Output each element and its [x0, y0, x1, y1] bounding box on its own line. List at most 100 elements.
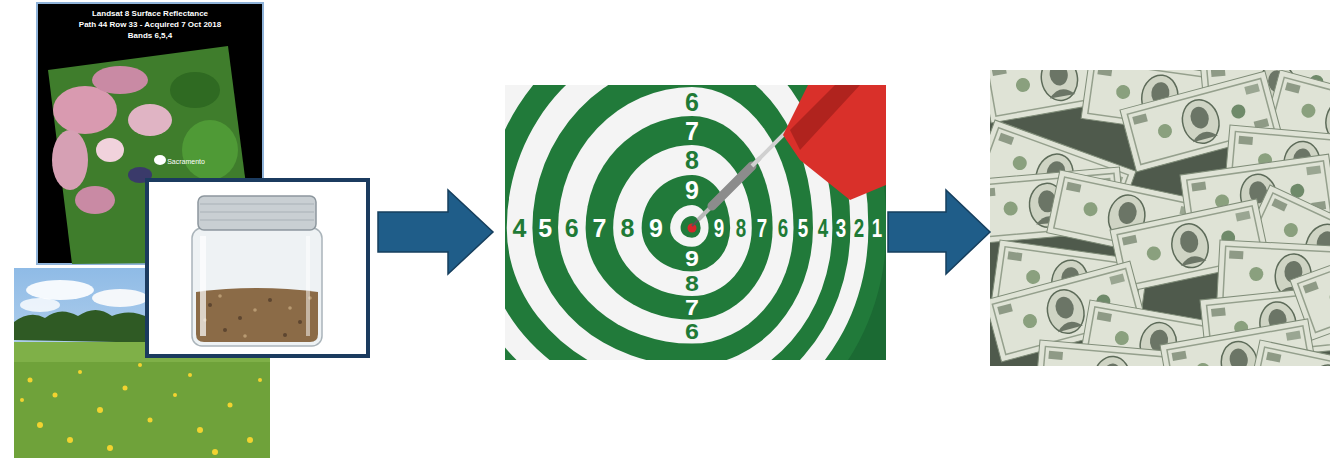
- soil-sample-jar: [200, 220, 314, 221]
- dart: [692, 85, 886, 226]
- field-photo: [53, 393, 58, 398]
- satellite-image: [52, 130, 88, 190]
- dartboard-target: [532, 85, 813, 360]
- field-photo: [258, 378, 262, 382]
- field-photo: [123, 386, 128, 391]
- target-number: 7: [685, 296, 699, 321]
- soil-sample-jar: [147, 180, 368, 356]
- target-number: 6: [685, 87, 699, 116]
- soil-sample-jar: [196, 288, 318, 342]
- target-number: 6: [778, 214, 788, 243]
- satellite-image: [182, 120, 238, 180]
- soil-sample-jar: [192, 228, 322, 346]
- dartboard-target: [586, 116, 773, 320]
- target-number: 4: [513, 214, 527, 243]
- soil-sample-jar: [208, 303, 212, 307]
- soil-sample-jar: [253, 308, 257, 312]
- field-photo: [228, 403, 233, 408]
- soil-sample-jar: [200, 204, 314, 220]
- dartboard-target: [507, 85, 833, 360]
- soil-sample-jar: [243, 334, 247, 338]
- dartboard-target: [642, 175, 731, 271]
- soil-sample-jar: [200, 236, 206, 336]
- field-photo: [107, 445, 113, 451]
- soil-sample-jar: [218, 294, 222, 298]
- dartboard-target: [558, 87, 793, 344]
- flow-arrow: [888, 190, 990, 274]
- field-photo: [78, 370, 82, 374]
- satellite-image: [128, 104, 172, 136]
- field-photo: [173, 393, 177, 397]
- soil-sample-jar: [288, 306, 292, 310]
- place-name: Sacramento: [167, 158, 205, 165]
- satellite-image: [75, 186, 115, 214]
- satellite-image: [53, 86, 117, 134]
- target-number: 7: [685, 116, 699, 145]
- flow-arrow: [378, 190, 493, 274]
- dart: [790, 85, 860, 150]
- target-number: 8: [620, 214, 634, 243]
- target-number: 5: [798, 214, 808, 243]
- soil-sample-jar: [283, 333, 287, 337]
- satellite-image: [96, 138, 124, 162]
- field-photo: [92, 289, 148, 307]
- field-photo: [188, 373, 192, 377]
- target-number: 8: [736, 214, 746, 243]
- money-pile: [990, 70, 1330, 366]
- soil-sample-jar: [200, 204, 314, 205]
- dartboard-target: [505, 85, 868, 360]
- soil-sample-jar: [298, 320, 302, 324]
- satellite-image: [154, 155, 166, 165]
- target-number: 1: [872, 214, 882, 243]
- satellite-image: [170, 72, 220, 108]
- field-photo: [20, 363, 262, 455]
- target-number: 7: [592, 214, 606, 243]
- soil-sample-jar: [223, 328, 227, 332]
- soil-sample-jar: [238, 316, 242, 320]
- target-number: 6: [565, 214, 579, 243]
- field-photo: [148, 418, 153, 423]
- target-number: 5: [538, 214, 552, 243]
- field-photo: [67, 437, 73, 443]
- target-number: 9: [685, 176, 699, 205]
- field-photo: [20, 398, 24, 402]
- title-line: Landsat 8 Surface Reflectance: [92, 9, 208, 18]
- field-photo: [97, 407, 103, 413]
- field-photo: [197, 427, 203, 433]
- field-photo: [26, 280, 94, 300]
- target-number: 8: [685, 271, 699, 296]
- soil-sample-jar: [208, 298, 302, 337]
- soil-sample-jar: [147, 180, 368, 356]
- field-photo: [20, 298, 60, 312]
- target-number: 4: [817, 214, 827, 243]
- field-photo: [138, 363, 142, 367]
- target-number: 8: [685, 146, 699, 175]
- dartboard-target: [613, 145, 752, 296]
- soil-sample-jar: [200, 212, 314, 213]
- money-pile: [1247, 340, 1330, 366]
- target-number: 7: [757, 214, 767, 243]
- title-line: Bands 6,5,4: [128, 31, 172, 40]
- field-photo: [247, 437, 253, 443]
- dartboard-target: [505, 85, 886, 360]
- dartboard-target: [670, 205, 708, 247]
- title-line: Path 44 Row 33 - Acquired 7 Oct 2018: [79, 20, 221, 29]
- target-number: 9: [649, 214, 663, 243]
- target-number: 3: [836, 214, 846, 243]
- field-photo: [28, 378, 33, 383]
- field-photo: [37, 422, 43, 428]
- satellite-image: [92, 66, 148, 94]
- soil-sample-jar: [268, 298, 272, 302]
- target-number: 9: [685, 247, 699, 272]
- field-photo: [14, 342, 270, 458]
- soil-sample-jar: [203, 294, 312, 338]
- soil-sample-jar: [198, 196, 316, 230]
- dart: [783, 85, 886, 200]
- field-photo: [212, 449, 218, 455]
- target-number: 9: [714, 214, 724, 243]
- soil-sample-jar: [306, 236, 310, 336]
- target-number: 6: [685, 319, 699, 344]
- dartboard-target: [505, 85, 886, 360]
- dart: [698, 158, 760, 220]
